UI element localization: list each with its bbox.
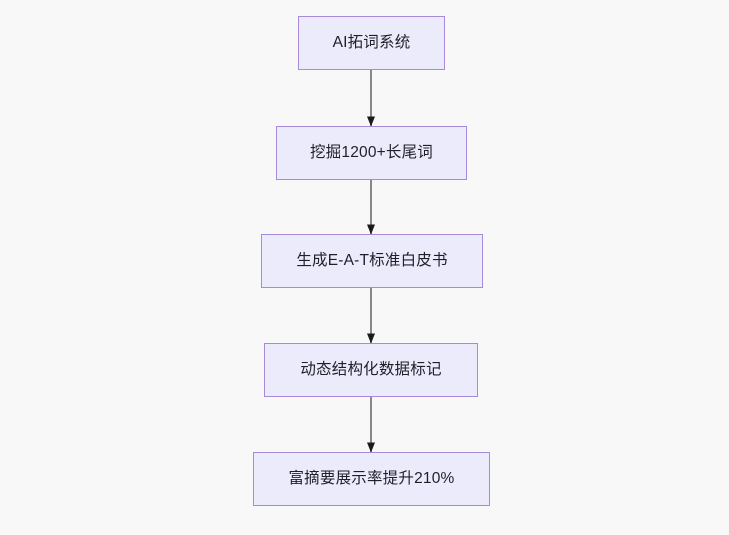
flow-node-2[interactable]: 挖掘1200+长尾词: [276, 126, 467, 180]
flow-node-5-label: 富摘要展示率提升210%: [288, 470, 455, 488]
flow-node-3-label: 生成E-A-T标准白皮书: [296, 252, 448, 270]
flow-node-1-label: AI拓词系统: [332, 34, 411, 52]
flow-node-5[interactable]: 富摘要展示率提升210%: [253, 452, 490, 506]
flow-node-4-label: 动态结构化数据标记: [300, 361, 442, 379]
flow-node-4[interactable]: 动态结构化数据标记: [264, 343, 478, 397]
flow-node-3[interactable]: 生成E-A-T标准白皮书: [261, 234, 483, 288]
flow-node-2-label: 挖掘1200+长尾词: [309, 144, 434, 162]
flow-node-1[interactable]: AI拓词系统: [298, 16, 445, 70]
